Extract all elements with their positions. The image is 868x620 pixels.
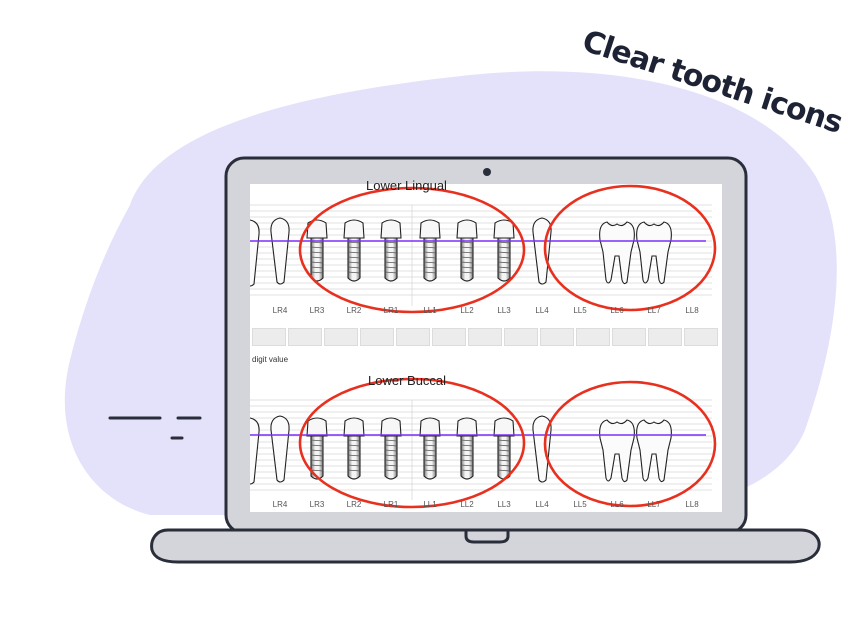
value-input-cell[interactable] — [684, 328, 718, 346]
lower-buccal-title: Lower Buccal — [368, 373, 447, 388]
highlight-circle-buccal-molars — [543, 380, 717, 508]
buccal-tooth-label: LL7 — [647, 500, 661, 509]
value-input-cell[interactable] — [468, 328, 502, 346]
tooth-crown-buccal-LR3 — [306, 417, 328, 437]
webcam-icon — [483, 168, 491, 176]
molar-lingual-LL6 — [599, 221, 635, 285]
lower-lingual-title: Lower Lingual — [366, 178, 447, 193]
lingual-teeth — [250, 217, 672, 287]
tooth-crown-lingual-LR2 — [343, 219, 365, 239]
laptop-notch — [464, 530, 510, 544]
buccal-tooth-label: LL2 — [460, 500, 474, 509]
value-input-cell[interactable] — [648, 328, 682, 346]
molar-lingual-LL7 — [636, 221, 672, 285]
tooth-crown-lingual-LR3 — [306, 219, 328, 239]
buccal-tooth-label: LR2 — [346, 500, 362, 509]
buccal-tooth-label: LL6 — [610, 500, 624, 509]
value-input-cell[interactable] — [612, 328, 646, 346]
implant-screw-lingual-LL3 — [497, 237, 511, 282]
tooth-lingual-edge — [250, 219, 260, 287]
implant-screw-lingual-LL1 — [423, 237, 437, 282]
tooth-crown-buccal-LL1 — [419, 417, 441, 437]
buccal-tooth-label: LL3 — [497, 500, 511, 509]
highlight-circle-lingual-molars — [543, 184, 717, 312]
buccal-grid — [250, 399, 712, 500]
implant-screw-buccal-LL1 — [423, 435, 437, 480]
implant-screw-buccal-LL2 — [460, 435, 474, 480]
molar-buccal-LL7 — [636, 419, 672, 483]
buccal-tooth-label: LL8 — [685, 500, 699, 509]
value-input-cell[interactable] — [288, 328, 322, 346]
tooth-crown-buccal-LL3 — [493, 417, 515, 437]
tooth-crown-lingual-LL2 — [456, 219, 478, 239]
digit-value-label: digit value — [252, 355, 289, 364]
lingual-tooth-label: LR2 — [346, 306, 362, 315]
tooth-crown-buccal-LR2 — [343, 417, 365, 437]
buccal-tooth-label: LL4 — [535, 500, 549, 509]
lingual-tooth-label: LL6 — [610, 306, 624, 315]
tooth-crown-lingual-LR1 — [380, 219, 402, 239]
implant-screw-lingual-LL2 — [460, 237, 474, 282]
value-input-cell[interactable] — [432, 328, 466, 346]
highlight-circle-buccal-front — [298, 377, 526, 509]
lingual-tooth-label: LR3 — [309, 306, 325, 315]
implant-screw-buccal-LL3 — [497, 435, 511, 480]
buccal-tooth-label: LR4 — [272, 500, 288, 509]
tooth-crown-buccal-LL2 — [456, 417, 478, 437]
buccal-tooth-label: LL5 — [573, 500, 587, 509]
implant-screw-lingual-LR2 — [347, 237, 361, 282]
implant-screw-lingual-LR1 — [384, 237, 398, 282]
lingual-tooth-label: LL2 — [460, 306, 474, 315]
value-input-cell[interactable] — [396, 328, 430, 346]
implant-screw-buccal-LR1 — [384, 435, 398, 480]
value-input-cell[interactable] — [360, 328, 394, 346]
lingual-tooth-label: LL4 — [535, 306, 549, 315]
laptop-base — [150, 528, 821, 564]
lingual-tooth-label: LL3 — [497, 306, 511, 315]
buccal-tooth-label: LR1 — [383, 500, 399, 509]
lingual-tooth-label: LR4 — [272, 306, 288, 315]
value-input-cell[interactable] — [576, 328, 610, 346]
tooth-crown-buccal-LR1 — [380, 417, 402, 437]
tooth-crown-lingual-LL1 — [419, 219, 441, 239]
speed-lines — [108, 416, 202, 440]
lingual-tooth-label: LL5 — [573, 306, 587, 315]
lingual-tooth-label: LL8 — [685, 306, 699, 315]
implant-screw-lingual-LR3 — [310, 237, 324, 282]
lingual-tooth-label: LL1 — [423, 306, 437, 315]
tooth-buccal-LR4 — [270, 415, 290, 483]
molar-buccal-LL6 — [599, 419, 635, 483]
tooth-lingual-LR4 — [270, 217, 290, 285]
buccal-tooth-label: LR3 — [309, 500, 325, 509]
lingual-tooth-label: LR1 — [383, 306, 399, 315]
value-input-cell[interactable] — [540, 328, 574, 346]
buccal-teeth — [250, 415, 672, 485]
value-input-cell[interactable] — [252, 328, 286, 346]
lingual-tooth-label: LL7 — [647, 306, 661, 315]
implant-screw-buccal-LR2 — [347, 435, 361, 480]
value-input-cell[interactable] — [324, 328, 358, 346]
tooth-buccal-edge — [250, 417, 260, 485]
highlight-circle-lingual-front — [298, 186, 526, 314]
buccal-tooth-label: LL1 — [423, 500, 437, 509]
value-input-cell[interactable] — [504, 328, 538, 346]
